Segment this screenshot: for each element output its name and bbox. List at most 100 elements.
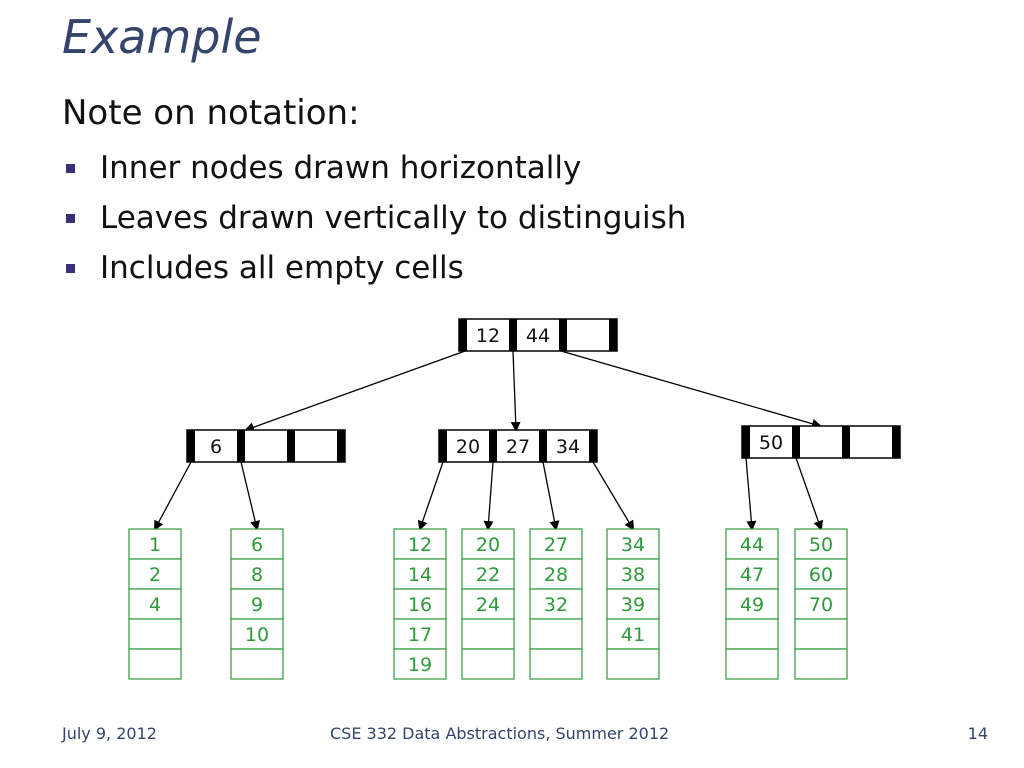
leaf-value: 1 (149, 534, 161, 556)
leaf-node: 20 22 24 (461, 528, 515, 680)
leaf-cell (529, 588, 583, 620)
leaf-cell (606, 558, 660, 590)
square-bullet-icon (66, 264, 75, 273)
leaf-value: 60 (809, 564, 833, 586)
leaf-node: 44 47 49 (725, 528, 779, 680)
leaf-value: 9 (251, 594, 263, 616)
pointer-slot (237, 430, 245, 462)
inner-node-frame (458, 318, 618, 352)
inner-key: 44 (526, 325, 550, 347)
leaf-value: 6 (251, 534, 263, 556)
leaf-cell (606, 588, 660, 620)
pointer-arrow (592, 461, 635, 531)
leaf-value: 34 (621, 534, 645, 556)
slide-subtitle: Note on notation: (62, 93, 360, 133)
pointer-arrow (795, 457, 824, 531)
pointer-slot (742, 426, 750, 458)
leaf-cell (393, 528, 447, 560)
leaf-value: 41 (621, 624, 645, 646)
leaf-value: 38 (621, 564, 645, 586)
pointer-slot (337, 430, 345, 462)
inner-node-frame (186, 429, 346, 463)
pointer-arrow (542, 461, 560, 531)
leaf-value: 70 (809, 594, 833, 616)
leaf-cell (128, 618, 182, 650)
leaf-cell (230, 618, 284, 650)
pointer-slot (489, 430, 497, 462)
leaf-cell (725, 648, 779, 680)
inner-key: 27 (506, 436, 530, 458)
leaf-value: 28 (544, 564, 568, 586)
leaf-value: 14 (408, 564, 432, 586)
leaf-value: 2 (149, 564, 161, 586)
leaf-cell (128, 648, 182, 680)
leaf-value: 47 (740, 564, 764, 586)
pointer-slot (287, 430, 295, 462)
leaf-cell (529, 648, 583, 680)
pointer-slot (792, 426, 800, 458)
leaf-cell (230, 588, 284, 620)
leaf-value: 44 (740, 534, 764, 556)
leaf-node: 124 (128, 528, 182, 680)
leaf-cell (606, 528, 660, 560)
bullet-text: Inner nodes drawn horizontally (100, 150, 582, 186)
leaf-cell (794, 648, 848, 680)
leaf-cell (128, 558, 182, 590)
leaf-cell (725, 618, 779, 650)
bullet-text: Includes all empty cells (100, 250, 464, 286)
leaf-value: 10 (245, 624, 269, 646)
leaf-value: 8 (251, 564, 263, 586)
leaf-cell (461, 648, 515, 680)
square-bullet-icon (66, 214, 75, 223)
inner-key: 50 (759, 432, 783, 454)
bullet-item: Includes all empty cells (62, 250, 686, 300)
pointer-arrow (154, 461, 192, 531)
leaf-value: 22 (476, 564, 500, 586)
pointer-slot (509, 319, 517, 351)
leaf-cell (230, 648, 284, 680)
leaf-cell (725, 528, 779, 560)
root-node: 12 44 (458, 318, 618, 352)
footer-course: CSE 332 Data Abstractions, Summer 2012 (330, 724, 670, 743)
pointer-arrow (244, 350, 466, 432)
square-bullet-icon (66, 164, 75, 173)
leaf-cell (393, 648, 447, 680)
page-number: 14 (967, 724, 988, 743)
pointer-slot (609, 319, 617, 351)
pointer-arrow (510, 350, 521, 432)
leaf-value: 32 (544, 594, 568, 616)
pointer-arrow (560, 350, 822, 429)
leaf-cell (461, 528, 515, 560)
leaf-value: 20 (476, 534, 500, 556)
leaf-value: 24 (476, 594, 500, 616)
leaf-cell (230, 558, 284, 590)
leaf-cell (725, 588, 779, 620)
leaf-cell (794, 558, 848, 590)
leaf-cell (128, 588, 182, 620)
leaf-value: 19 (408, 654, 432, 676)
inner-key: 6 (210, 436, 222, 458)
pointer-slot (187, 430, 195, 462)
leaf-cell (529, 618, 583, 650)
leaf-cell (794, 618, 848, 650)
pointer-slot (539, 430, 547, 462)
leaf-cell (529, 528, 583, 560)
pointer-arrow (745, 457, 757, 531)
leaf-cell (461, 558, 515, 590)
pointer-arrow (417, 461, 444, 531)
bullet-item: Leaves drawn vertically to distinguish (62, 200, 686, 250)
leaf-node: 6 8 9 10 (230, 528, 284, 680)
leaf-value: 50 (809, 534, 833, 556)
inner-key: 12 (476, 325, 500, 347)
leaf-node: 50 60 70 (794, 528, 848, 680)
footer-date: July 9, 2012 (62, 724, 157, 743)
inner-node: 6 (186, 429, 346, 463)
leaf-cell (461, 618, 515, 650)
inner-node-frame (438, 429, 598, 463)
leaf-value: 49 (740, 594, 764, 616)
pointer-slot (559, 319, 567, 351)
inner-key: 20 (456, 436, 480, 458)
inner-key: 34 (556, 436, 580, 458)
